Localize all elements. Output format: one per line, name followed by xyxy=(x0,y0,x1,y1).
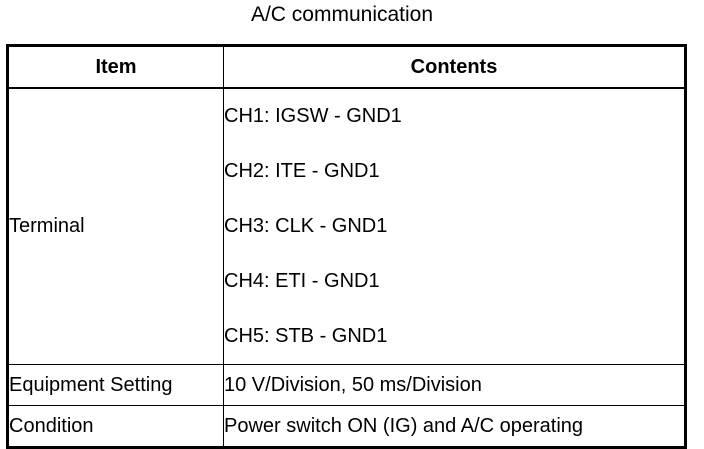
condition-value: Power switch ON (IG) and A/C operating xyxy=(223,405,686,448)
condition-label: Condition xyxy=(7,405,224,448)
equipment-setting-label: Equipment Setting xyxy=(7,364,224,406)
channel-ch3: CH3: CLK - GND1 xyxy=(224,215,388,237)
header-item: Item xyxy=(7,45,224,89)
table-row-condition: Condition Power switch ON (IG) and A/C o… xyxy=(7,405,686,448)
terminal-label: Terminal xyxy=(7,87,224,365)
table-row-terminal: Terminal CH1: IGSW - GND1 CH2: ITE - GND… xyxy=(7,87,686,365)
terminal-channels: CH1: IGSW - GND1 CH2: ITE - GND1 CH3: CL… xyxy=(223,87,686,365)
channel-ch2: CH2: ITE - GND1 xyxy=(224,160,380,182)
table-header-row: Item Contents xyxy=(7,45,686,89)
header-contents: Contents xyxy=(223,45,686,89)
channel-ch5: CH5: STB - GND1 xyxy=(224,325,388,347)
channel-ch1: CH1: IGSW - GND1 xyxy=(224,105,402,127)
table-row-equipment-setting: Equipment Setting 10 V/Division, 50 ms/D… xyxy=(7,364,686,406)
channel-ch4: CH4: ETI - GND1 xyxy=(224,270,380,292)
page-title: A/C communication xyxy=(250,3,434,26)
spec-table: Item Contents Terminal CH1: IGSW - GND1 … xyxy=(6,44,687,449)
equipment-setting-value: 10 V/Division, 50 ms/Division xyxy=(223,364,686,406)
